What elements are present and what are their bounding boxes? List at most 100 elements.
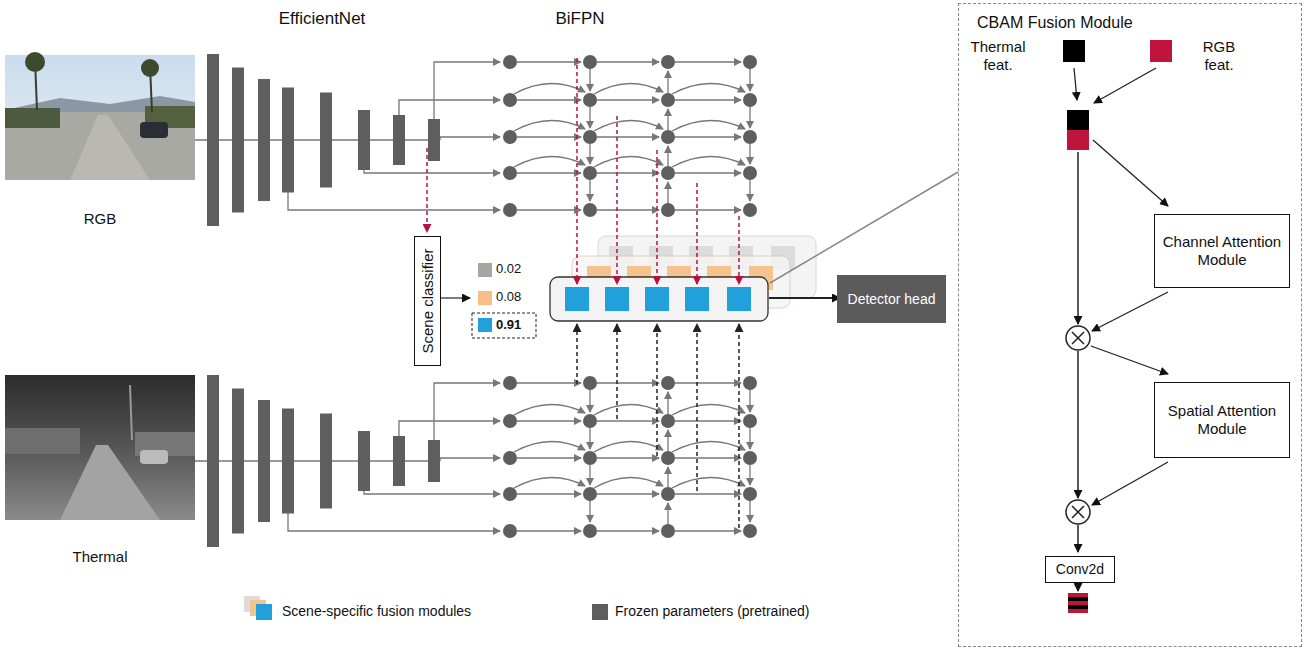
feature-arrow xyxy=(656,150,658,284)
node-text: CBAM Fusion Module xyxy=(977,13,1133,32)
bifpn-node xyxy=(661,203,675,217)
connector-line xyxy=(675,209,741,210)
palm xyxy=(25,52,45,72)
connector-line xyxy=(667,182,668,203)
connector-line xyxy=(667,467,668,487)
bifpn-node xyxy=(743,487,757,501)
node-text: Channel Attention Module xyxy=(1155,233,1289,269)
trees xyxy=(5,428,80,454)
bifpn-node xyxy=(583,166,597,180)
feature-arrow xyxy=(696,183,698,284)
bifpn-node xyxy=(503,376,517,390)
connector-line xyxy=(667,109,668,130)
backbone-layer xyxy=(282,88,294,193)
bifpn-node xyxy=(743,203,757,217)
bifpn-node xyxy=(503,451,517,465)
connector-line xyxy=(589,428,590,449)
connector-line xyxy=(517,530,581,531)
pole xyxy=(130,385,132,440)
connector-line xyxy=(675,382,741,383)
backbone-layer xyxy=(428,440,440,482)
feature-arrow xyxy=(616,116,618,284)
connector-line xyxy=(1074,68,1077,100)
attention-box: Spatial Attention Module xyxy=(1154,382,1290,458)
connector-line xyxy=(517,457,581,458)
bifpn-node xyxy=(503,93,517,107)
connector-line xyxy=(749,144,750,164)
connector-line xyxy=(399,421,500,461)
connector-line xyxy=(749,69,750,91)
feature-arrow xyxy=(426,148,428,232)
palm xyxy=(141,59,159,77)
backbone-layer xyxy=(207,54,219,226)
connector-line xyxy=(597,382,659,383)
probability: 0.08 xyxy=(496,289,536,305)
bifpn-node xyxy=(583,524,597,538)
bifpn-node xyxy=(503,203,517,217)
connector-line xyxy=(597,99,659,100)
car xyxy=(140,450,168,464)
connector-line xyxy=(594,83,663,94)
connector-line xyxy=(514,404,585,415)
bifpn-node xyxy=(661,451,675,465)
connector-line xyxy=(514,477,585,488)
connector-line xyxy=(749,501,750,522)
arrow xyxy=(441,297,470,298)
feature-arrow xyxy=(738,216,740,284)
connector-line xyxy=(675,457,741,458)
module-panel: CBAM Fusion ModuleChannel Attention Modu… xyxy=(958,3,1302,647)
bifpn-node xyxy=(503,55,517,69)
connector-line xyxy=(594,477,663,488)
sky xyxy=(5,55,195,180)
rgb-photo xyxy=(5,52,195,180)
road xyxy=(70,115,150,180)
feature-arrow xyxy=(576,324,578,384)
node-text: Scene classifier xyxy=(419,248,437,353)
legend-swatch xyxy=(256,604,272,620)
detector-box: Detector head xyxy=(837,275,946,323)
backbone-layer xyxy=(232,68,244,213)
bifpn-node xyxy=(583,55,597,69)
connector-line xyxy=(1077,525,1079,552)
connector-line xyxy=(675,99,741,100)
bifpn-node xyxy=(743,451,757,465)
fused-feature xyxy=(1068,609,1088,613)
connector-line xyxy=(514,120,585,131)
conv-box: Conv2d xyxy=(1045,556,1115,583)
connector-line xyxy=(1094,68,1156,103)
multiply-symbol xyxy=(1066,500,1090,524)
connector-line xyxy=(597,457,659,458)
bifpn-node xyxy=(503,414,517,428)
connector-line xyxy=(589,465,590,485)
bifpn-node xyxy=(743,93,757,107)
connector-line xyxy=(594,156,663,167)
backbone-layer xyxy=(258,79,270,201)
bifpn-node xyxy=(743,376,757,390)
connector-line xyxy=(1077,152,1079,324)
connector-line xyxy=(594,441,663,452)
backbone-layer xyxy=(207,375,219,547)
bifpn-node xyxy=(743,55,757,69)
connector-line xyxy=(749,428,750,449)
connector-line xyxy=(675,172,741,173)
multiply-symbol xyxy=(1072,506,1084,518)
backbone-layer xyxy=(393,115,405,165)
thermal-feature xyxy=(1063,40,1085,62)
node-text: Conv2d xyxy=(1051,561,1109,578)
connector-line xyxy=(434,383,500,461)
connector-line xyxy=(517,209,581,210)
connector-line xyxy=(589,107,590,128)
backbone-layer xyxy=(232,389,244,534)
highlight-box xyxy=(472,313,536,338)
bifpn-node xyxy=(661,414,675,428)
fusion-module xyxy=(645,287,669,311)
bifpn-node xyxy=(583,130,597,144)
connector-line xyxy=(675,61,741,62)
backbone-layer xyxy=(258,400,270,522)
zoom-line xyxy=(770,172,958,283)
feature-label: Thermal feat. xyxy=(966,38,1030,74)
connector-line xyxy=(517,420,581,421)
connector-line xyxy=(597,136,659,137)
bifpn-node xyxy=(661,55,675,69)
